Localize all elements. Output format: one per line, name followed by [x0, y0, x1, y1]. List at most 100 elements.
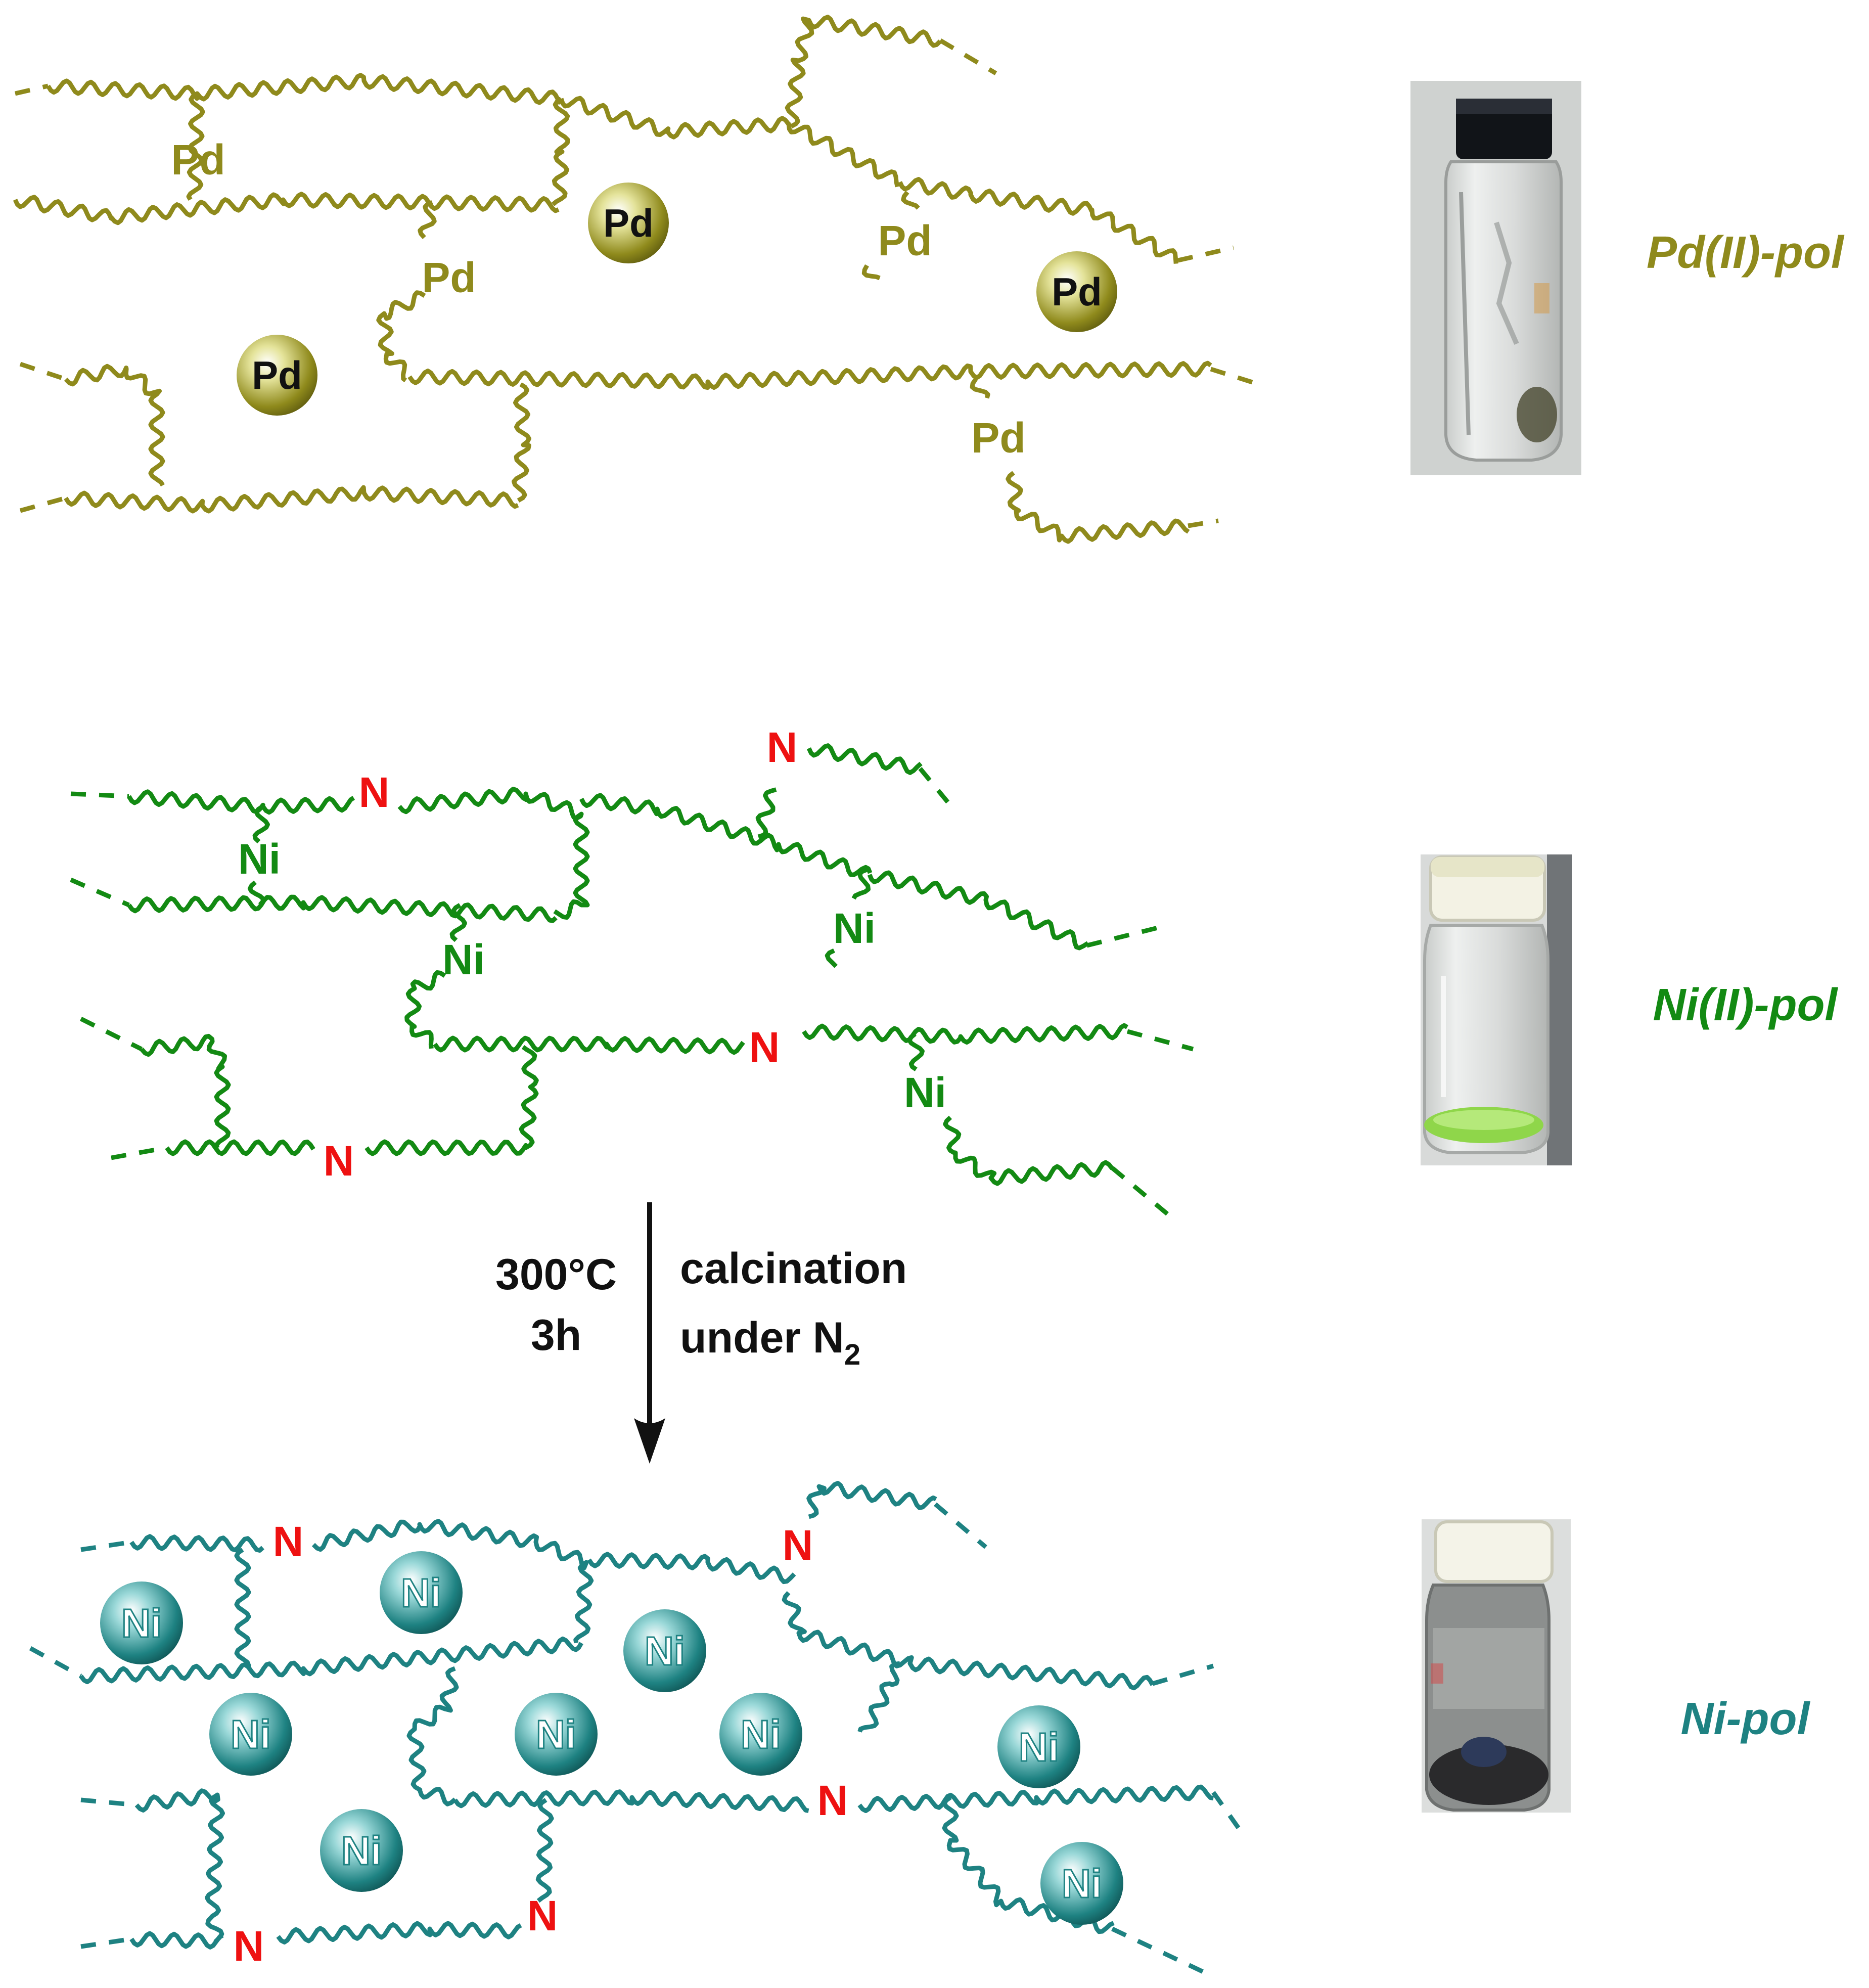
polymer-chain — [970, 378, 990, 399]
polymer-chain — [247, 880, 265, 907]
polymer-chain — [861, 264, 881, 281]
svg-text:Pd: Pd — [603, 201, 654, 245]
chain-end-dash — [80, 1936, 132, 1949]
pd-nanoparticle: Pd — [588, 183, 669, 263]
polymer-chain — [907, 1032, 925, 1071]
polymer-chain — [276, 1921, 522, 1945]
chain-end-dash — [19, 362, 67, 382]
svg-text:Pd: Pd — [252, 353, 302, 397]
polymer-chain — [512, 382, 531, 503]
polymer-chain — [311, 1519, 594, 1644]
polymer-chain — [127, 789, 355, 815]
nitrogen-label: N — [273, 1518, 304, 1565]
pd-polymer-panel: Pd Pd Pd Pd Pd Pd Pd Pd(II)-pol — [171, 81, 1845, 475]
ni2-polymer-chains — [70, 743, 1194, 1221]
pd-label: Pd — [878, 217, 932, 264]
reaction-arrow: 300°C 3h calcination under N2 — [495, 1202, 907, 1464]
chain-end-dash — [918, 767, 958, 813]
atmosphere-label: under N2 — [680, 1314, 860, 1371]
ni-particle-label: Ni — [121, 1601, 162, 1646]
polymer-chain — [134, 1788, 225, 1944]
nitrogen-label: N — [324, 1137, 354, 1185]
polymer-chain — [186, 92, 205, 201]
chain-end-dash — [79, 1016, 143, 1052]
ni-particle-label: Ni — [341, 1828, 382, 1873]
pd-label: Pd — [422, 254, 476, 301]
pd-nanoparticle: Pd — [237, 335, 317, 416]
polymer-chain — [535, 1798, 554, 1903]
polymer-chain — [407, 360, 1212, 390]
ni-nanoparticle: Ni — [380, 1551, 463, 1634]
chain-end-dash — [939, 38, 997, 75]
polymer-chain — [406, 1666, 459, 1806]
chain-end-dash — [70, 791, 129, 799]
polymer-chain — [449, 903, 467, 942]
ni-label: Ni — [904, 1069, 946, 1116]
polymer-chain — [897, 177, 1178, 264]
chain-end-dash — [1152, 1663, 1214, 1686]
polymer-chain — [129, 1534, 264, 1553]
polymer-chain — [943, 1115, 1114, 1186]
ni-particle-label: Ni — [536, 1712, 576, 1757]
ni-nanoparticle: Ni — [623, 1609, 706, 1692]
polymer-chain — [551, 97, 570, 206]
polymer-chain — [857, 1784, 1214, 1813]
polymer-chain — [64, 364, 165, 487]
chain-end-dash — [1111, 1926, 1204, 1974]
polymer-chain — [404, 970, 446, 1049]
polymer-chain — [13, 192, 560, 225]
polymer-chain — [867, 870, 1089, 951]
chain-end-dash — [111, 1145, 167, 1160]
polymer-chain — [140, 1033, 231, 1148]
chain-end-dash — [1111, 1166, 1174, 1221]
ni-nanoparticle: Ni — [719, 1693, 802, 1776]
chain-end-dash — [1210, 367, 1260, 387]
polymer-chain — [806, 1481, 937, 1519]
polymer-chain — [1006, 471, 1190, 544]
polymer-chain — [851, 867, 871, 900]
chain-end-dash — [1177, 245, 1234, 263]
pd-polymer-title: Pd(II)-pol — [1647, 228, 1845, 278]
ni-label: Ni — [442, 936, 485, 983]
nitrogen-label: N — [359, 769, 390, 816]
polymer-chain — [165, 1139, 315, 1156]
chain-end-dash — [1211, 1791, 1246, 1837]
pd-vial-photo — [1410, 81, 1581, 475]
polymer-chain — [806, 743, 923, 775]
polymer-chain — [127, 894, 558, 923]
time-condition: 3h — [531, 1311, 581, 1360]
ni-particle-label: Ni — [645, 1629, 685, 1674]
pd-polymer-chains — [13, 15, 1260, 544]
ni-label: Ni — [238, 835, 281, 883]
polymer-chain — [559, 96, 900, 188]
nitrogen-label: N — [527, 1892, 558, 1939]
nitrogen-label: N — [749, 1023, 780, 1071]
chain-end-dash — [1126, 1029, 1194, 1052]
chain-end-dash — [19, 495, 67, 513]
polymer-chain — [397, 787, 590, 920]
polymer-chain — [64, 485, 519, 514]
ni-nanoparticle: Ni — [515, 1693, 598, 1776]
nipol-title: Ni-pol — [1681, 1694, 1811, 1744]
ni2-polymer-title: Ni(II)-pol — [1653, 980, 1839, 1030]
chain-end-dash — [70, 877, 130, 908]
svg-text:Pd: Pd — [1052, 269, 1102, 314]
polymer-chain — [433, 1035, 745, 1055]
ni-nanoparticle: Ni — [100, 1582, 183, 1664]
ni2-vial-photo — [1421, 854, 1572, 1165]
polymer-chain — [453, 1789, 809, 1813]
nitrogen-label: N — [817, 1777, 848, 1824]
chain-end-dash — [80, 1797, 137, 1808]
polymer-chain — [755, 787, 777, 839]
ni-nanoparticle: Ni — [320, 1809, 403, 1892]
ni2-polymer-panel: Ni Ni Ni Ni N N N N Ni(II)-pol — [238, 724, 1838, 1185]
polymer-chain — [252, 804, 270, 844]
polymer-chain — [901, 191, 920, 210]
polymer-chain — [364, 1045, 539, 1156]
polymer-chain — [802, 1023, 1128, 1045]
polymer-chain — [579, 793, 873, 877]
nitrogen-label: N — [234, 1922, 264, 1970]
polymer-chain — [782, 1591, 1155, 1691]
